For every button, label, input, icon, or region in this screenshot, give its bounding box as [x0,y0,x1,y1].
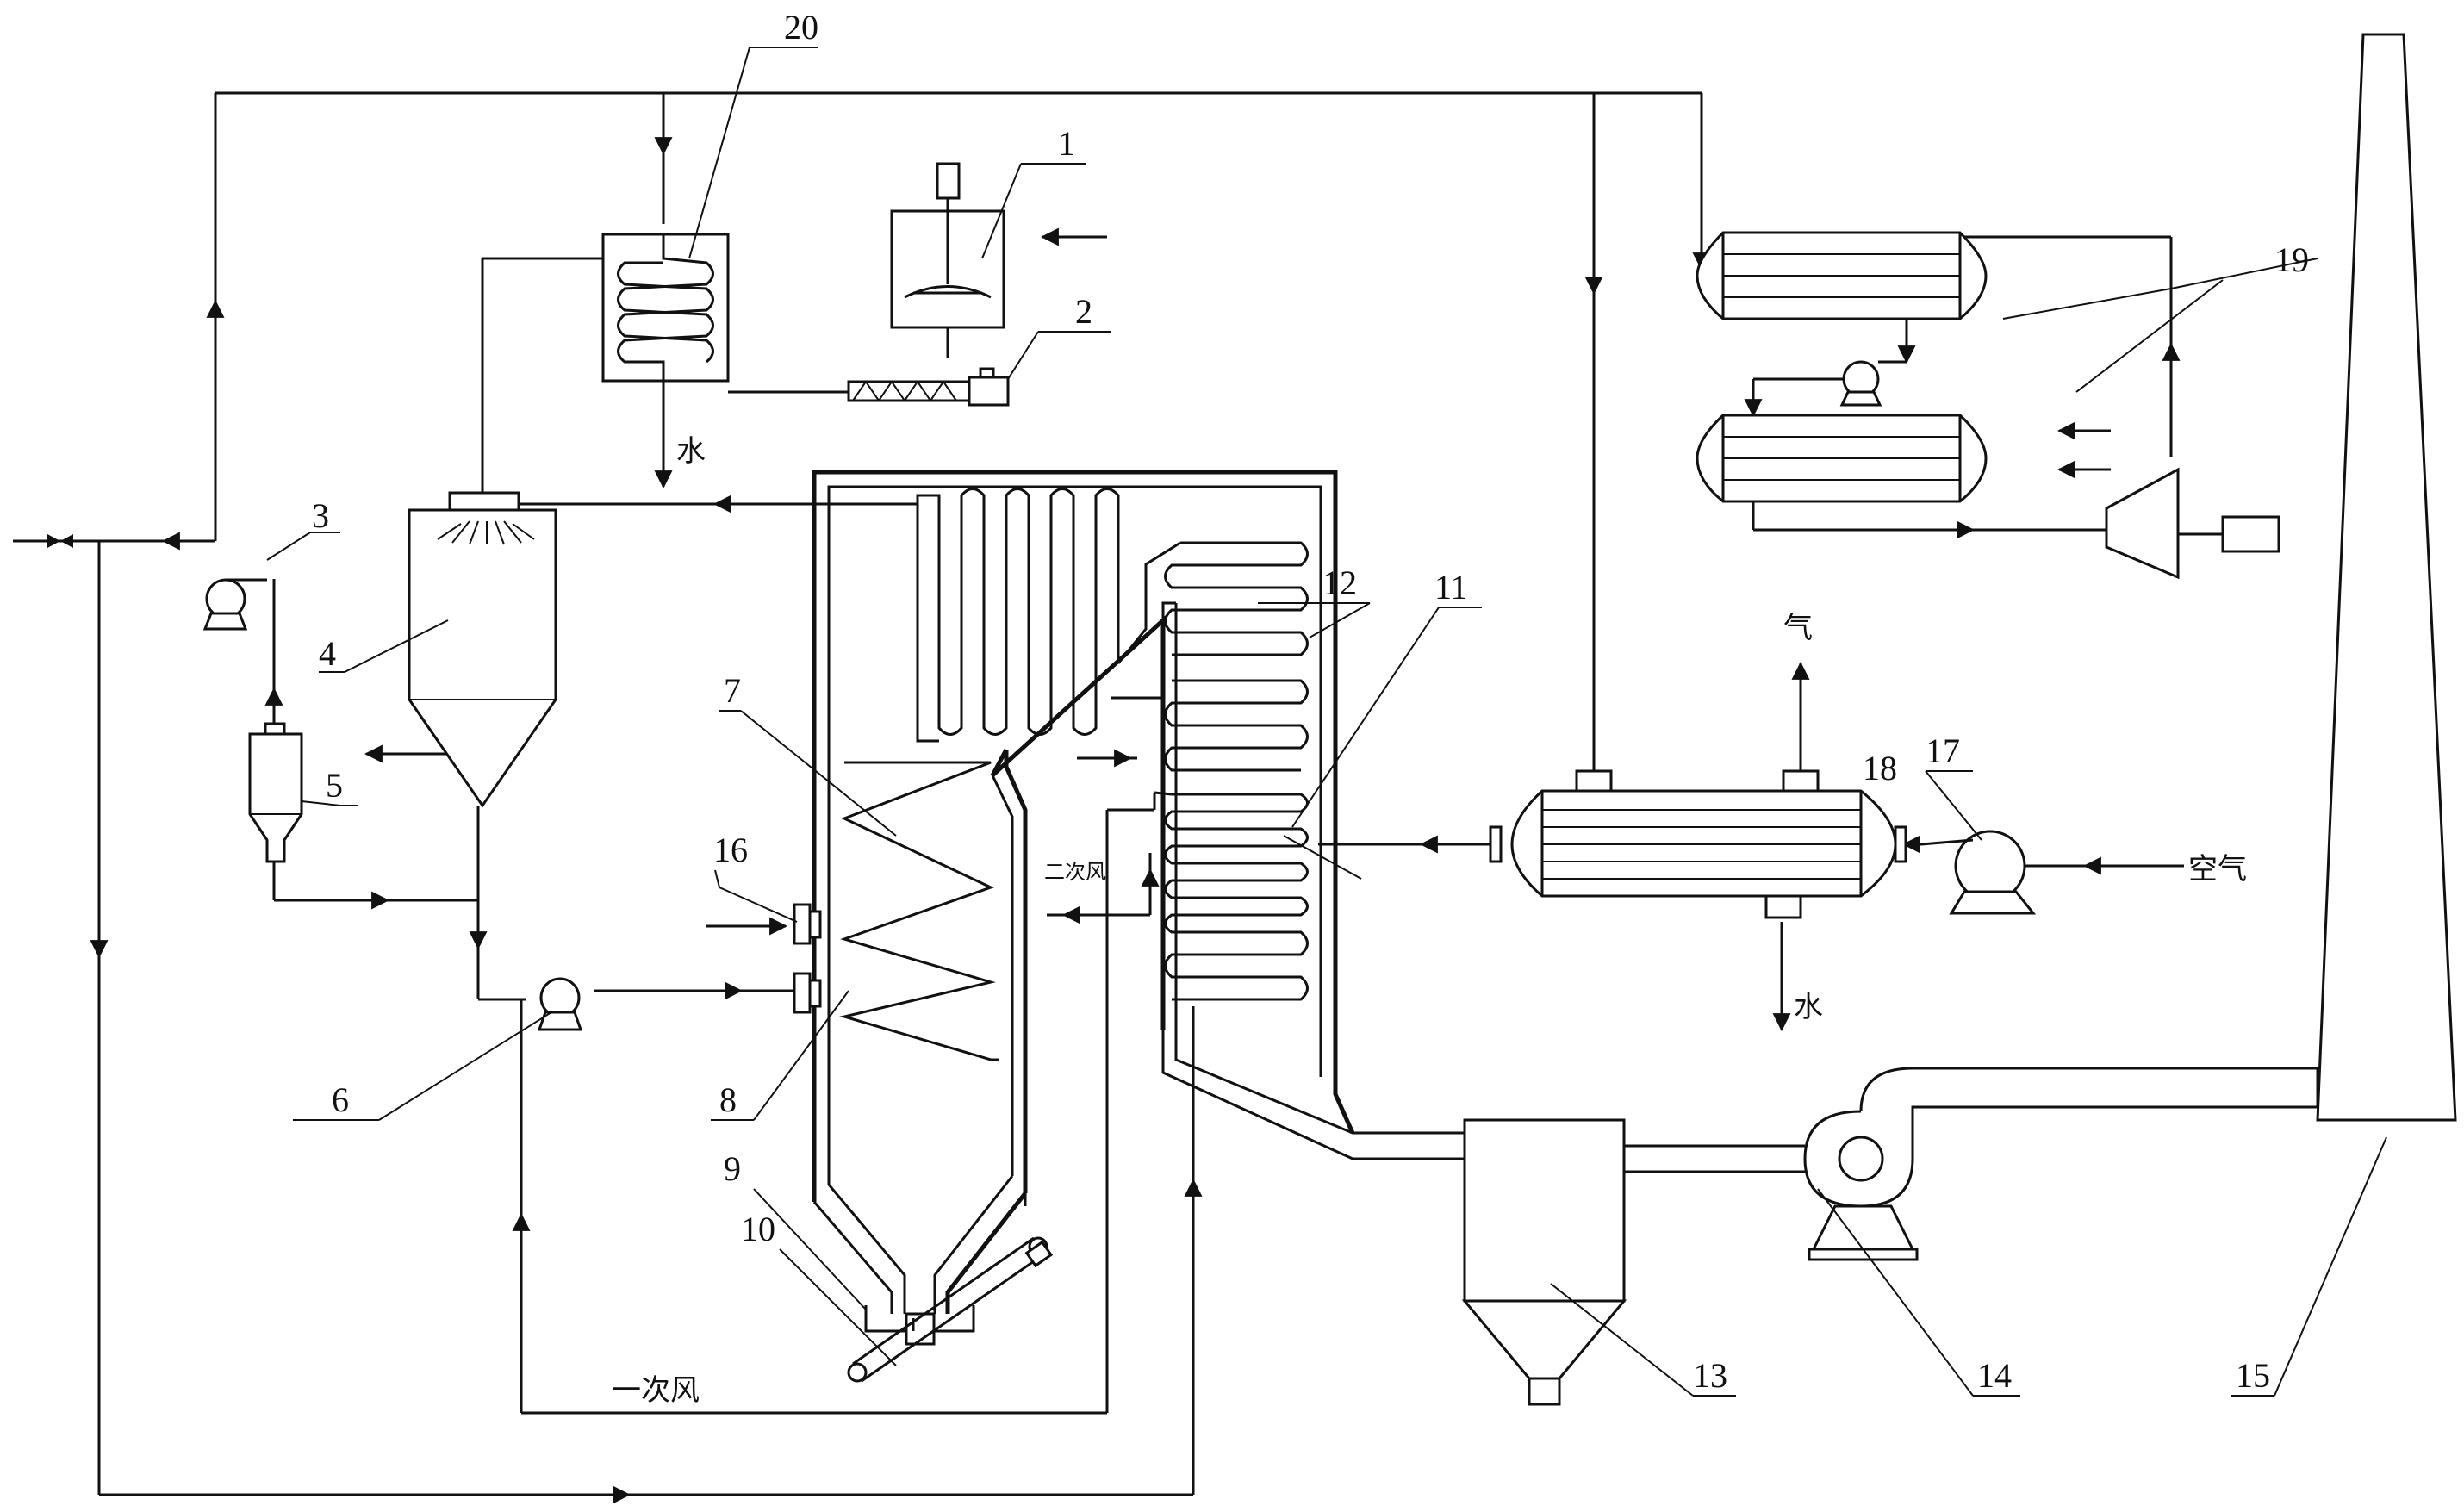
label-15: 15 [2236,1356,2270,1395]
label-8: 8 [719,1080,737,1119]
screw-feeder [847,367,1010,407]
leader-lines [266,47,2387,1397]
furnace-body [812,470,1465,1314]
label-6: 6 [332,1080,349,1119]
number-labels: 1 2 3 4 5 6 7 8 9 10 11 12 13 14 15 16 1… [312,8,2309,1395]
slag-discharge [864,1305,975,1346]
label-14: 14 [1977,1356,2012,1395]
orc-unit [1696,231,2280,580]
label-3: 3 [312,496,329,535]
mixing-tank [890,162,1005,329]
cyclone [248,722,303,863]
induced-draft-fan [1803,1067,2319,1261]
combustion-zone [839,761,999,1061]
label-11: 11 [1434,568,1468,607]
primary-air-label: 一次风 [612,1373,700,1408]
label-4: 4 [319,634,336,673]
injector-ports [793,903,822,1014]
label-7: 7 [724,671,741,710]
label-12: 12 [1322,563,1357,602]
valve-icon [47,534,73,548]
spray-dryer [408,491,557,808]
secondary-air-label: 二次风 [1044,860,1106,884]
label-17: 17 [1926,731,1960,770]
tube-bank-12 [916,488,1309,743]
water-label-top: 水 [676,434,706,469]
label-13: 13 [1693,1356,1727,1395]
label-19: 19 [2274,240,2309,279]
pump-6 [537,977,583,1031]
tube-bank-11 [1077,679,1309,1001]
label-2: 2 [1075,292,1092,331]
label-10: 10 [741,1210,775,1248]
blower [1920,830,2085,915]
coil-heat-exchanger [601,233,730,383]
label-20: 20 [784,8,818,47]
dust-collector [1461,1118,1805,1406]
label-18: 18 [1863,749,1897,787]
pump-3 [202,578,267,631]
chimney [2316,33,2457,1122]
label-16: 16 [713,831,748,869]
flow-annotations: 水 水 气 空气 二次风 一次风 [612,434,2247,1408]
label-1: 1 [1058,124,1075,163]
air-label: 空气 [2188,852,2247,887]
gas-label: 气 [1783,611,1813,645]
shell-tube-exchanger [1489,769,1907,919]
water-label-right: 水 [1794,990,1823,1024]
label-5: 5 [326,766,343,805]
label-9: 9 [724,1149,741,1188]
